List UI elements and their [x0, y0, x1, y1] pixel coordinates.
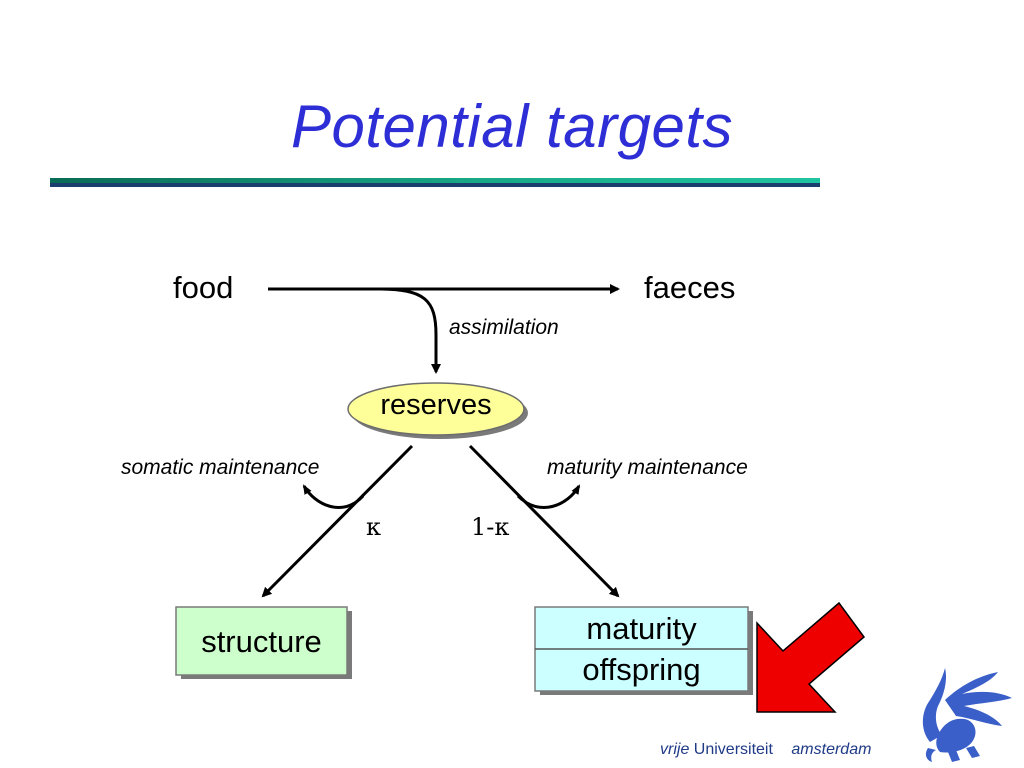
- faeces-label: faeces: [644, 270, 736, 305]
- vu-griffin-logo: [922, 668, 1012, 762]
- somatic-maintenance-label: somatic maintenance: [121, 456, 320, 479]
- vu-universiteit-text: Universiteit: [693, 741, 773, 758]
- vu-amsterdam-text: amsterdam: [791, 741, 872, 758]
- assimilation-arrow: [377, 287, 441, 374]
- reserves-ellipse: [347, 382, 525, 436]
- title-underline: [50, 178, 820, 187]
- red-target-arrow: [756, 601, 866, 713]
- maturity-label: maturity: [586, 611, 697, 646]
- somatic-maintenance-arrow: [302, 484, 365, 509]
- offspring-label: offspring: [582, 652, 701, 687]
- slide-title: Potential targets: [290, 93, 734, 160]
- title-underline-bottom: [50, 183, 820, 187]
- maturity-maintenance-arrow: [516, 484, 581, 509]
- structure-label: structure: [201, 624, 322, 659]
- one-minus-kappa-branch-arrow: [468, 444, 620, 598]
- vu-vrije-text: vrije: [660, 741, 690, 758]
- kappa-label: κ: [366, 513, 381, 541]
- maturity-maintenance-label: maturity maintenance: [547, 456, 748, 479]
- vu-wordmark: vrije Universiteit amsterdam: [660, 741, 871, 759]
- assimilation-label: assimilation: [449, 316, 559, 339]
- title-underline-top: [50, 178, 820, 183]
- one-minus-kappa-label: 1-κ: [471, 513, 510, 541]
- food-label: food: [173, 270, 234, 305]
- reserves-label: reserves: [380, 389, 492, 421]
- kappa-branch-arrow: [261, 444, 414, 598]
- structure-box: [175, 606, 348, 676]
